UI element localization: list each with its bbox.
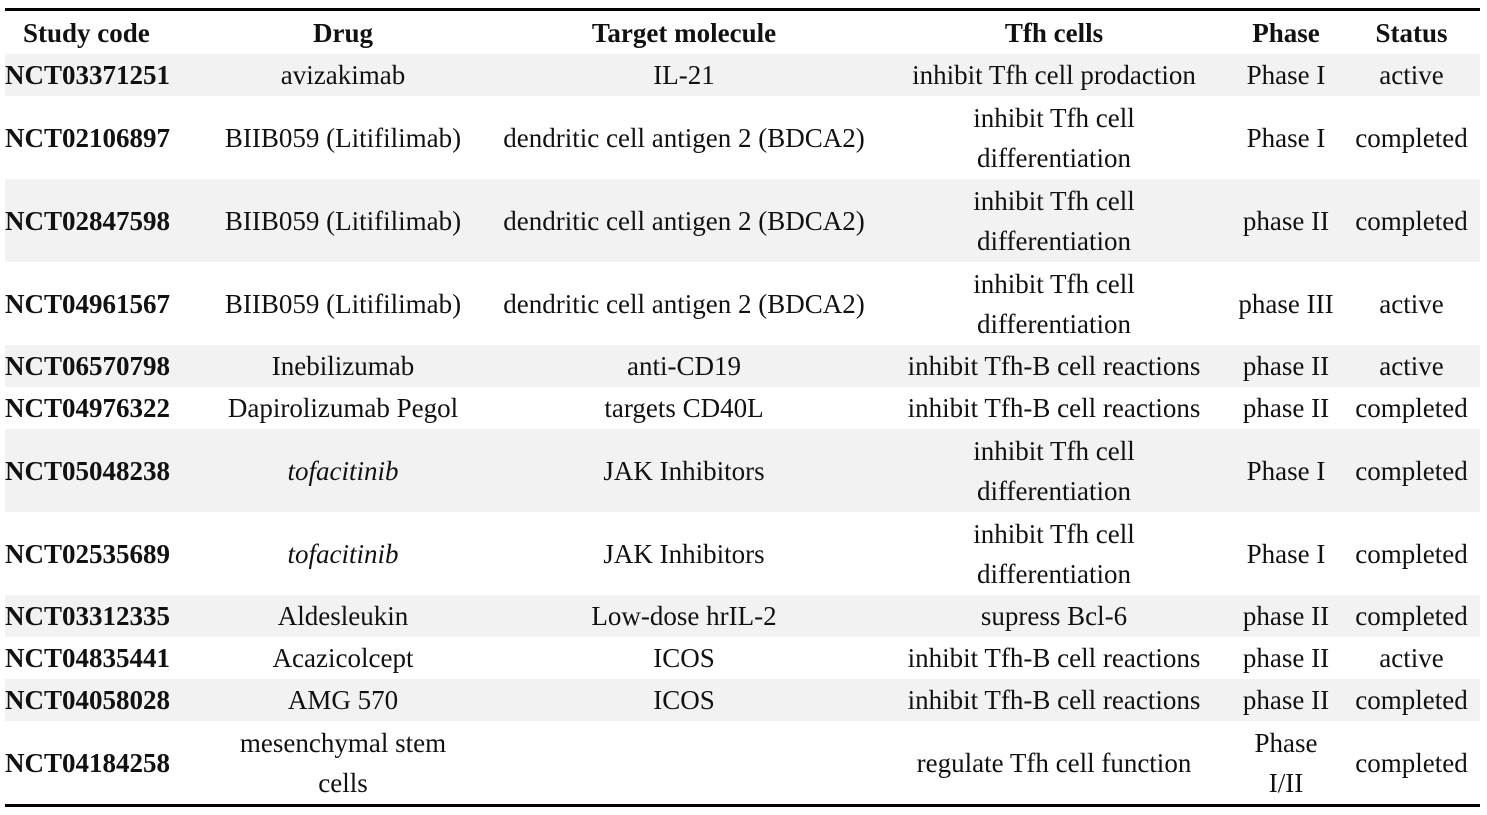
table-row: NCT03312335 Aldesleukin Low-dose hrIL-2 …: [5, 595, 1480, 637]
table-row: NCT04835441 Acazicolcept ICOS inhibit Tf…: [5, 637, 1480, 679]
drug-cell: BIIB059 (Litifilimab): [224, 288, 462, 319]
target-cell: Low-dose hrIL-2: [489, 595, 879, 637]
table-row: NCT04976322 Dapirolizumab Pegol targets …: [5, 387, 1480, 429]
target-cell: dendritic cell antigen 2 (BDCA2): [489, 179, 879, 262]
drug-cell: BIIB059 (Litifilimab): [197, 179, 489, 262]
phase-cell: Phase I: [1229, 54, 1343, 96]
study-code-cell: NCT04184258: [5, 747, 171, 778]
phase-cell: phase II: [1229, 679, 1343, 721]
clinical-trials-table: Study code Drug Target molecule Tfh cell…: [5, 8, 1480, 807]
table-row: NCT04058028 AMG 570 ICOS inhibit Tfh-B c…: [5, 679, 1480, 721]
status-cell: active: [1379, 288, 1444, 319]
target-cell: anti-CD19: [489, 345, 879, 387]
phase-cell: phase II: [1229, 595, 1343, 637]
drug-cell: tofacitinib: [197, 429, 489, 512]
header-study-code: Study code: [23, 17, 150, 48]
header-phase: Phase: [1252, 17, 1320, 48]
phase-cell: phase II: [1242, 393, 1330, 423]
drug-cell: Aldesleukin: [197, 595, 489, 637]
target-cell: JAK Inhibitors: [603, 538, 765, 569]
drug-cell: mesenchymal stem cells: [239, 727, 447, 798]
drug-cell: AMG 570: [197, 679, 489, 721]
study-code-cell: NCT06570798: [5, 345, 197, 387]
drug-cell: Acazicolcept: [272, 643, 414, 673]
study-code-cell: NCT05048238: [5, 429, 197, 512]
tfh-cell: inhibit Tfh-B cell reactions: [879, 345, 1229, 387]
drug-cell: tofacitinib: [287, 538, 399, 569]
phase-cell: phase II: [1229, 179, 1343, 262]
study-code-cell: NCT04961567: [5, 288, 171, 319]
status-cell: completed: [1343, 179, 1480, 262]
table-row: NCT03371251 avizakimab IL-21 inhibit Tfh…: [5, 54, 1480, 96]
tfh-cell: inhibit Tfh cell differentiation: [973, 268, 1135, 339]
study-code-cell: NCT02535689: [5, 538, 171, 569]
status-cell: completed: [1343, 429, 1480, 512]
status-cell: active: [1343, 54, 1480, 96]
study-code-cell: NCT04976322: [5, 393, 171, 423]
study-code-cell: NCT04058028: [5, 679, 197, 721]
phase-cell: phase II: [1242, 643, 1330, 673]
phase-cell: Phase I: [1246, 538, 1326, 569]
target-cell: [489, 721, 879, 806]
tfh-cell: regulate Tfh cell function: [916, 747, 1192, 778]
phase-cell: Phase I: [1229, 429, 1343, 512]
study-code-cell: NCT03371251: [5, 54, 197, 96]
header-drug: Drug: [313, 17, 373, 48]
target-cell: dendritic cell antigen 2 (BDCA2): [503, 288, 865, 319]
tfh-cell: inhibit Tfh cell differentiation: [879, 179, 1229, 262]
tfh-cell: inhibit Tfh cell prodaction: [879, 54, 1229, 96]
target-cell: dendritic cell antigen 2 (BDCA2): [503, 122, 865, 153]
tfh-cell: inhibit Tfh-B cell reactions: [879, 679, 1229, 721]
table-row: NCT04184258 mesenchymal stem cells regul…: [5, 721, 1480, 806]
status-cell: completed: [1343, 595, 1480, 637]
study-code-cell: NCT02847598: [5, 179, 197, 262]
status-cell: completed: [1355, 122, 1468, 153]
target-cell: ICOS: [489, 679, 879, 721]
table-row: NCT02106897 BIIB059 (Litifilimab) dendri…: [5, 96, 1480, 179]
status-cell: completed: [1355, 747, 1468, 778]
table-row: NCT02847598 BIIB059 (Litifilimab) dendri…: [5, 179, 1480, 262]
target-cell: IL-21: [489, 54, 879, 96]
status-cell: completed: [1355, 393, 1468, 423]
tfh-cell: inhibit Tfh-B cell reactions: [907, 643, 1201, 673]
table-header-row: Study code Drug Target molecule Tfh cell…: [5, 9, 1480, 55]
drug-cell: Dapirolizumab Pegol: [227, 393, 459, 423]
target-cell: ICOS: [653, 643, 715, 673]
header-target-molecule: Target molecule: [591, 17, 777, 48]
status-cell: completed: [1343, 679, 1480, 721]
target-cell: targets CD40L: [604, 393, 764, 423]
table-row: NCT02535689 tofacitinib JAK Inhibitors i…: [5, 512, 1480, 595]
status-cell: active: [1379, 643, 1444, 673]
tfh-cell: supress Bcl-6: [879, 595, 1229, 637]
phase-cell: phase III: [1238, 288, 1334, 319]
table-row: NCT06570798 Inebilizumab anti-CD19 inhib…: [5, 345, 1480, 387]
status-cell: completed: [1355, 538, 1468, 569]
clinical-trials-table-container: Study code Drug Target molecule Tfh cell…: [5, 8, 1480, 807]
status-cell: active: [1343, 345, 1480, 387]
phase-cell: phase II: [1229, 345, 1343, 387]
table-row: NCT04961567 BIIB059 (Litifilimab) dendri…: [5, 262, 1480, 345]
study-code-cell: NCT03312335: [5, 595, 197, 637]
header-tfh-cells: Tfh cells: [1004, 17, 1104, 48]
drug-cell: avizakimab: [197, 54, 489, 96]
tfh-cell: inhibit Tfh cell differentiation: [973, 102, 1135, 173]
drug-cell: BIIB059 (Litifilimab): [224, 122, 462, 153]
phase-cell: Phase I/II: [1254, 727, 1318, 798]
tfh-cell: inhibit Tfh-B cell reactions: [907, 393, 1201, 423]
tfh-cell: inhibit Tfh cell differentiation: [879, 429, 1229, 512]
target-cell: JAK Inhibitors: [489, 429, 879, 512]
drug-cell: Inebilizumab: [197, 345, 489, 387]
table-row: NCT05048238 tofacitinib JAK Inhibitors i…: [5, 429, 1480, 512]
phase-cell: Phase I: [1246, 122, 1326, 153]
study-code-cell: NCT04835441: [5, 643, 171, 673]
study-code-cell: NCT02106897: [5, 122, 171, 153]
header-status: Status: [1375, 17, 1448, 48]
tfh-cell: inhibit Tfh cell differentiation: [973, 518, 1135, 589]
